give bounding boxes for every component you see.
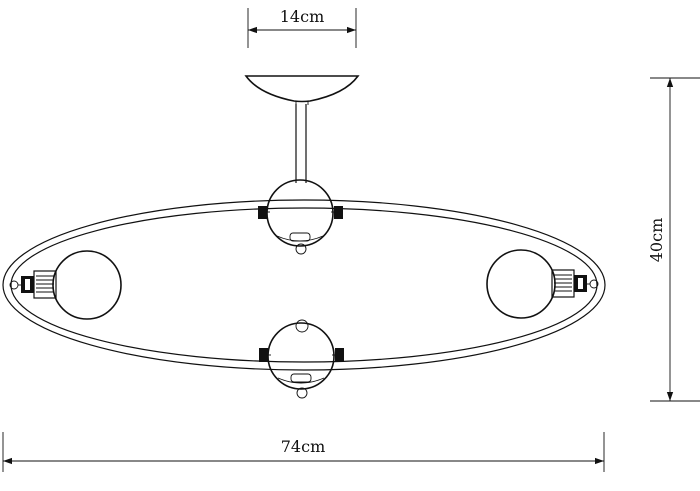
- top-width-label: 14cm: [280, 7, 325, 26]
- height-label: 40cm: [647, 218, 666, 263]
- top-globe: [258, 179, 343, 255]
- dimension-height: 40cm: [647, 77, 700, 402]
- total-width-label: 74cm: [281, 437, 326, 456]
- stem-rod: [295, 104, 307, 183]
- left-globe: [9, 250, 122, 320]
- dimension-total-width: 74cm: [2, 432, 605, 472]
- bottom-globe: [259, 319, 344, 399]
- right-globe: [486, 249, 599, 319]
- ceiling-canopy: [244, 75, 360, 105]
- oval-ring: [2, 199, 606, 371]
- dimension-top-width: 14cm: [247, 7, 357, 48]
